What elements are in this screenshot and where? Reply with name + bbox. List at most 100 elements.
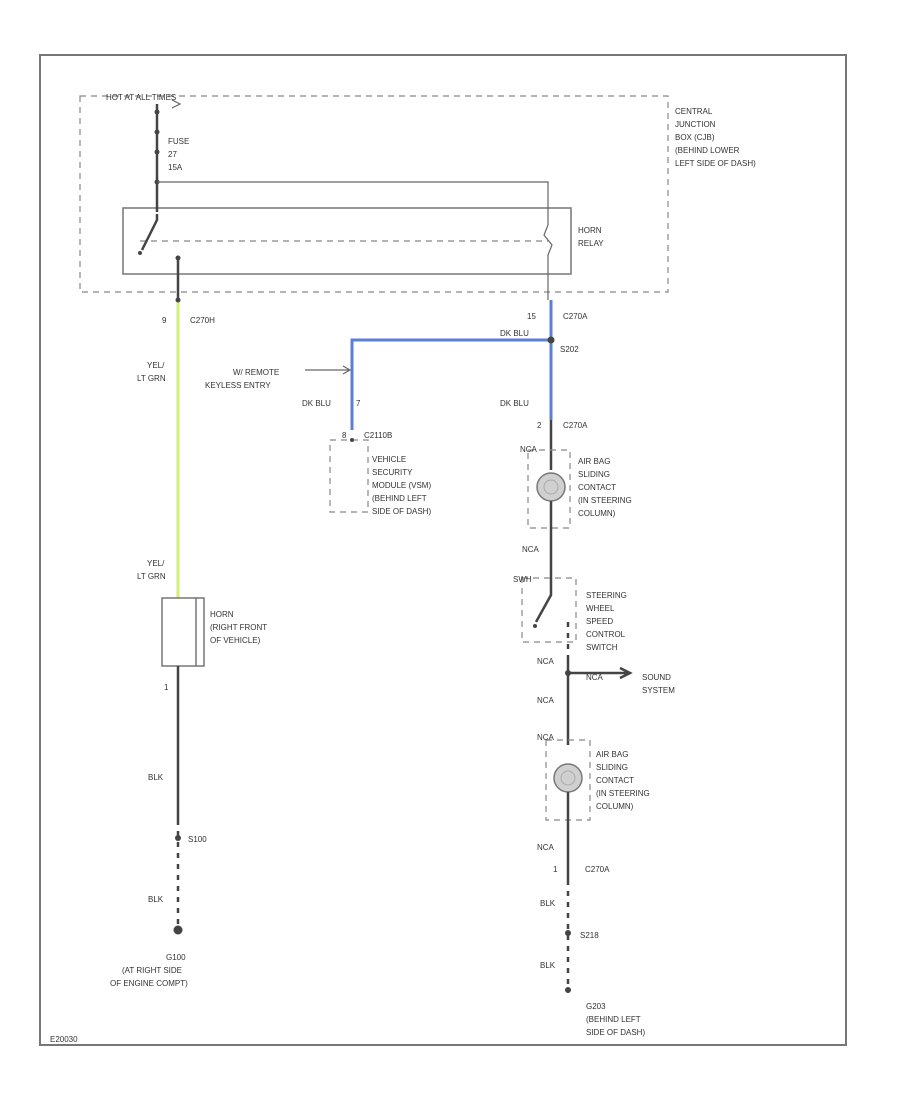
label-horn-3: OF VEHICLE) bbox=[210, 636, 261, 645]
label-cjb-2: JUNCTION bbox=[675, 120, 716, 129]
label-vsm-5: SIDE OF DASH) bbox=[372, 507, 431, 516]
label-airbag-1: AIR BAG bbox=[578, 457, 610, 466]
vsm-box bbox=[329, 439, 369, 513]
airbag-clockspring-inner-2 bbox=[560, 770, 576, 786]
label-vsm-2: SECURITY bbox=[372, 468, 413, 477]
label-nca-6: NCA bbox=[537, 843, 555, 852]
label-sound-2: SYSTEM bbox=[642, 686, 675, 695]
label-cjb-4: (BEHIND LOWER bbox=[675, 146, 740, 155]
label-dk-blu-top: DK BLU bbox=[500, 329, 529, 338]
label-c270h-left: C270H bbox=[190, 316, 215, 325]
label-c2110b: C2110B bbox=[364, 431, 392, 440]
label-remote-1: W/ REMOTE bbox=[233, 368, 279, 377]
fuse-dot-3 bbox=[154, 149, 160, 155]
label-g203-3: SIDE OF DASH) bbox=[586, 1028, 645, 1037]
fuse-dot-1 bbox=[154, 109, 160, 115]
airbag-clockspring-inner-1 bbox=[543, 479, 559, 495]
relay-coil-right bbox=[543, 224, 553, 300]
label-cjb-1: CENTRAL bbox=[675, 107, 713, 116]
label-remote-2: KEYLESS ENTRY bbox=[205, 381, 271, 390]
relay-switch-contact bbox=[140, 214, 159, 251]
switch-contact bbox=[534, 585, 553, 623]
relay-out-dot bbox=[175, 255, 181, 261]
label-g100-1: G100 bbox=[166, 953, 186, 962]
label-pin-1: 1 bbox=[553, 865, 558, 874]
airbag-clockspring-icon-2 bbox=[553, 763, 583, 793]
g100-ground-icon bbox=[173, 925, 183, 935]
label-pin-15: 15 bbox=[527, 312, 536, 321]
label-airbag-3: CONTACT bbox=[578, 483, 616, 492]
fuse-dot-2 bbox=[154, 129, 160, 135]
label-s202: S202 bbox=[560, 345, 579, 354]
label-airbag2-1: AIR BAG bbox=[596, 750, 628, 759]
label-horn-1: HORN bbox=[210, 610, 234, 619]
relay-contact-dot bbox=[138, 251, 142, 255]
sound-system-arrow bbox=[568, 666, 633, 680]
label-yel-lt-grn-1a: YEL/ bbox=[147, 361, 165, 370]
label-hot-at-all-times: HOT AT ALL TIMES bbox=[106, 93, 176, 102]
label-nca-1: NCA bbox=[522, 545, 540, 554]
hot-arrow-icon bbox=[171, 99, 182, 109]
label-blk-l1: BLK bbox=[148, 773, 164, 782]
label-yel-lt-grn-2a: YEL/ bbox=[147, 559, 165, 568]
label-airbag-4: (IN STEERING bbox=[578, 496, 632, 505]
s100-splice-dot bbox=[175, 835, 181, 841]
label-dk-blu-left: DK BLU bbox=[302, 399, 331, 408]
label-g100-3: OF ENGINE COMPT) bbox=[110, 979, 188, 988]
remote-arrow bbox=[305, 365, 352, 375]
label-ref-code: E20030 bbox=[50, 1035, 78, 1044]
horn-component bbox=[161, 597, 197, 667]
label-blk-r1: BLK bbox=[540, 899, 556, 908]
g203-ground-dot bbox=[565, 987, 571, 993]
label-airbag-2: SLIDING bbox=[578, 470, 610, 479]
label-c270a-mid: C270A bbox=[563, 421, 588, 430]
c270h-pin-dot bbox=[175, 297, 181, 303]
label-nca-5: NCA bbox=[537, 733, 555, 742]
label-pin-8: 8 bbox=[342, 431, 347, 440]
label-sw-1: STEERING bbox=[586, 591, 627, 600]
label-nca-3: NCA bbox=[586, 673, 604, 682]
label-nca-4: NCA bbox=[537, 696, 555, 705]
label-horn-relay-2: RELAY bbox=[578, 239, 604, 248]
label-horn-pin: 1 bbox=[164, 683, 169, 692]
label-horn-relay-1: HORN bbox=[578, 226, 602, 235]
label-fuse-3: 15A bbox=[168, 163, 183, 172]
label-sw-5: SWITCH bbox=[586, 643, 618, 652]
label-blk-l2: BLK bbox=[148, 895, 164, 904]
airbag-contact-box-1 bbox=[527, 449, 571, 529]
label-airbag2-3: CONTACT bbox=[596, 776, 634, 785]
vsm-pin-dot bbox=[350, 438, 354, 442]
label-cjb-3: BOX (CJB) bbox=[675, 133, 715, 142]
label-g203-1: G203 bbox=[586, 1002, 606, 1011]
label-airbag2-4: (IN STEERING bbox=[596, 789, 650, 798]
switch-contact-dot bbox=[533, 624, 537, 628]
s202-splice-dot bbox=[547, 336, 555, 344]
label-sw-3: SPEED bbox=[586, 617, 613, 626]
label-yel-lt-grn-1b: LT GRN bbox=[137, 374, 166, 383]
label-airbag2-5: COLUMN) bbox=[596, 802, 634, 811]
label-s100: S100 bbox=[188, 835, 207, 844]
label-pin-7: 7 bbox=[356, 399, 361, 408]
label-yel-lt-grn-2b: LT GRN bbox=[137, 572, 166, 581]
airbag-clockspring-icon-1 bbox=[536, 472, 566, 502]
central-junction-box bbox=[79, 95, 669, 293]
label-vsm-4: (BEHIND LEFT bbox=[372, 494, 427, 503]
diagram-border bbox=[39, 54, 847, 1046]
label-sound-1: SOUND bbox=[642, 673, 671, 682]
label-s218: S218 bbox=[580, 931, 599, 940]
label-fuse-1: FUSE bbox=[168, 137, 189, 146]
label-vsm-1: VEHICLE bbox=[372, 455, 406, 464]
label-sw-4: CONTROL bbox=[586, 630, 626, 639]
label-cjb-5: LEFT SIDE OF DASH) bbox=[675, 159, 756, 168]
label-airbag2-2: SLIDING bbox=[596, 763, 628, 772]
label-pin-2: 2 bbox=[537, 421, 542, 430]
coil-feed-wire bbox=[157, 181, 549, 225]
speed-control-switch-box bbox=[521, 577, 577, 643]
s218-splice-dot bbox=[565, 930, 571, 936]
label-airbag-5: COLUMN) bbox=[578, 509, 616, 518]
horn-icon bbox=[196, 597, 205, 667]
label-pin-9: 9 bbox=[162, 316, 167, 325]
horn-relay-box bbox=[122, 207, 572, 275]
label-vsm-3: MODULE (VSM) bbox=[372, 481, 431, 490]
